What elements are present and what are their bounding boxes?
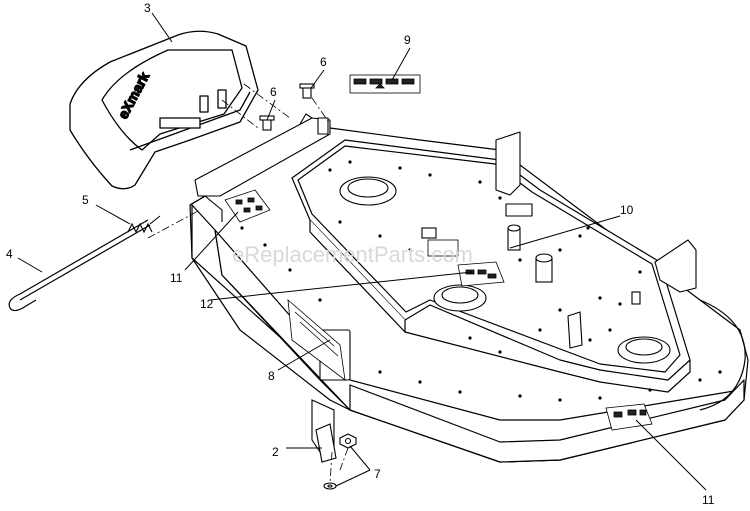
discharge-deflector: eXmark xyxy=(69,30,259,190)
rear-bracket xyxy=(495,131,521,196)
decal-11-right xyxy=(605,403,653,431)
right-spindle-opening xyxy=(617,336,671,364)
callout-6-upper: 6 xyxy=(320,55,327,69)
bolt-lower xyxy=(259,115,275,131)
callout-10: 10 xyxy=(620,203,634,217)
bolt-upper xyxy=(299,83,315,99)
left-spindle-opening xyxy=(339,176,397,206)
torsion-spring xyxy=(127,215,161,234)
leader-lines xyxy=(17,12,707,491)
decals xyxy=(224,74,653,431)
spindle-openings xyxy=(339,176,671,364)
callout-9: 9 xyxy=(404,33,411,47)
deck-brackets xyxy=(495,131,697,349)
decal-12 xyxy=(427,239,459,257)
decal-8 xyxy=(287,299,346,381)
callout-2: 2 xyxy=(272,445,279,459)
decal-9 xyxy=(349,74,421,94)
callout-11-left: 11 xyxy=(170,271,183,285)
callout-3: 3 xyxy=(144,1,151,15)
anti-scalp-hardware xyxy=(315,423,357,490)
center-spindle-opening xyxy=(433,284,487,312)
callout-12: 12 xyxy=(200,297,214,311)
callout-6-lower: 6 xyxy=(270,85,277,99)
callout-7: 7 xyxy=(374,467,381,481)
callout-11-right: 11 xyxy=(702,493,715,507)
callouts: 3 6 6 9 5 4 11 10 12 8 2 7 11 xyxy=(6,1,715,507)
assembly-lines xyxy=(147,83,349,485)
anti-scalp-plate xyxy=(315,423,337,463)
watermark: eReplacementParts.com xyxy=(232,242,473,267)
deflector-hinge-rail xyxy=(189,113,331,222)
front-bracket xyxy=(567,311,583,349)
deck-top-plate xyxy=(291,139,691,393)
callout-5: 5 xyxy=(82,193,89,207)
flat-washer xyxy=(323,482,337,490)
deflector-rod xyxy=(8,219,151,312)
right-bracket xyxy=(654,239,697,293)
baffle-plate xyxy=(505,203,533,217)
deflector-bolts xyxy=(259,83,315,131)
pulley-bosses xyxy=(421,224,641,305)
callout-8: 8 xyxy=(268,369,275,383)
hex-nut xyxy=(339,433,357,449)
mounting-holes xyxy=(240,160,722,402)
callout-4: 4 xyxy=(6,247,13,261)
